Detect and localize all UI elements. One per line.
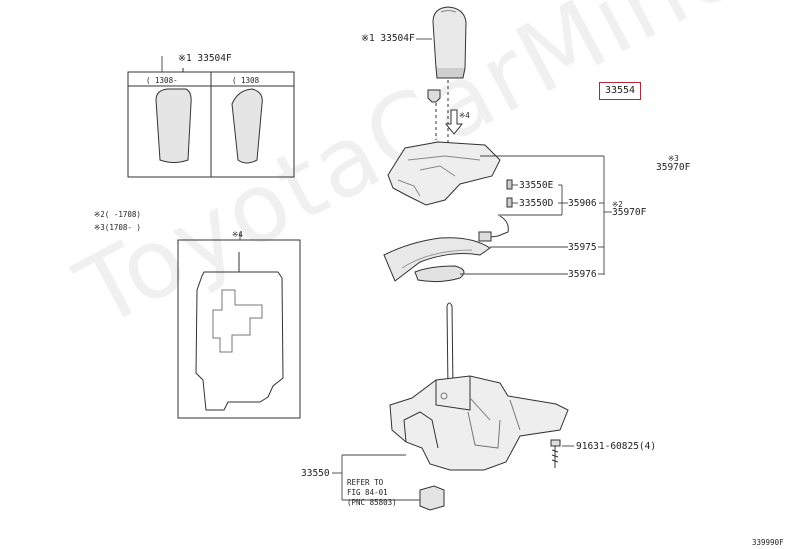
install-arrow (444, 109, 464, 135)
label-note-3: ※3(1708- ) (94, 223, 141, 232)
indicator-housing (387, 141, 501, 206)
label-inset-col-right: ( 1308 (232, 76, 260, 85)
label-35970F-b-mark: ※2 (612, 200, 623, 209)
bolt-part (550, 439, 561, 468)
label-33550E[interactable]: 33550E (519, 180, 554, 191)
label-arrow-mark: ※4 (459, 111, 470, 120)
shift-lever-assembly (389, 375, 569, 471)
label-knob-top: ※1 33504F (361, 33, 415, 44)
label-35975[interactable]: 35975 (568, 242, 597, 253)
label-35906[interactable]: 35906 (568, 198, 597, 209)
label-35976[interactable]: 35976 (568, 269, 597, 280)
label-note-2: ※2( -1708) (94, 210, 141, 219)
lower-plate (414, 265, 465, 283)
refer-part (419, 485, 445, 511)
label-refer-2[interactable]: FIG 84-01 (347, 488, 388, 497)
label-35970F-a[interactable]: 35970F (656, 162, 691, 173)
bulb-33550D (506, 197, 513, 208)
bulb-33550E (506, 179, 513, 190)
label-pattern-mark: ※4 (232, 230, 243, 239)
shift-pattern-box (177, 239, 301, 419)
clip-part (427, 89, 441, 103)
highlighted-part-number[interactable]: 33554 (599, 82, 641, 100)
label-35970F-b[interactable]: 35970F (612, 207, 647, 218)
label-drawing-id: 339990F (752, 538, 784, 547)
label-33550[interactable]: 33550 (301, 468, 330, 479)
label-33550D[interactable]: 33550D (519, 198, 554, 209)
shift-knob-top (432, 6, 467, 79)
connector (478, 231, 492, 242)
label-35970F-a-mark: ※3 (668, 154, 679, 163)
shift-lever-rod (446, 302, 454, 391)
label-inset-col-left: ( 1308- (146, 76, 178, 85)
label-refer-1: REFER TO (347, 478, 384, 487)
label-knob-inset: ※1 33504F (178, 53, 232, 64)
label-refer-3: (PNC 85803) (347, 498, 397, 507)
slide-plate (383, 237, 491, 282)
label-bolt[interactable]: 91631-60825(4) (576, 441, 657, 452)
knob-inset-box (127, 68, 295, 178)
